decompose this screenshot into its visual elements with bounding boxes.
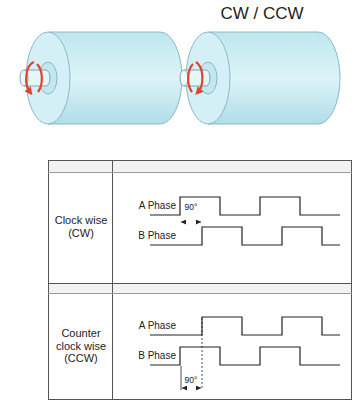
waveform [150,197,340,390]
signal-name: B Phase [138,230,176,242]
table-grid [48,160,352,400]
motor-ccw [180,32,340,124]
motor-cw [20,32,182,124]
title: CW / CCW [220,4,303,24]
row-header: Clock wise (CW) [52,214,110,239]
signal-name: A Phase [139,320,176,332]
signal-name: A Phase [139,200,176,212]
signal-name: B Phase [138,350,176,362]
row-header: Counter clock wise (CCW) [52,327,110,365]
phase-angle: 90° [185,203,198,213]
phase-arrow [181,222,201,388]
phase-angle: 90° [185,376,198,386]
